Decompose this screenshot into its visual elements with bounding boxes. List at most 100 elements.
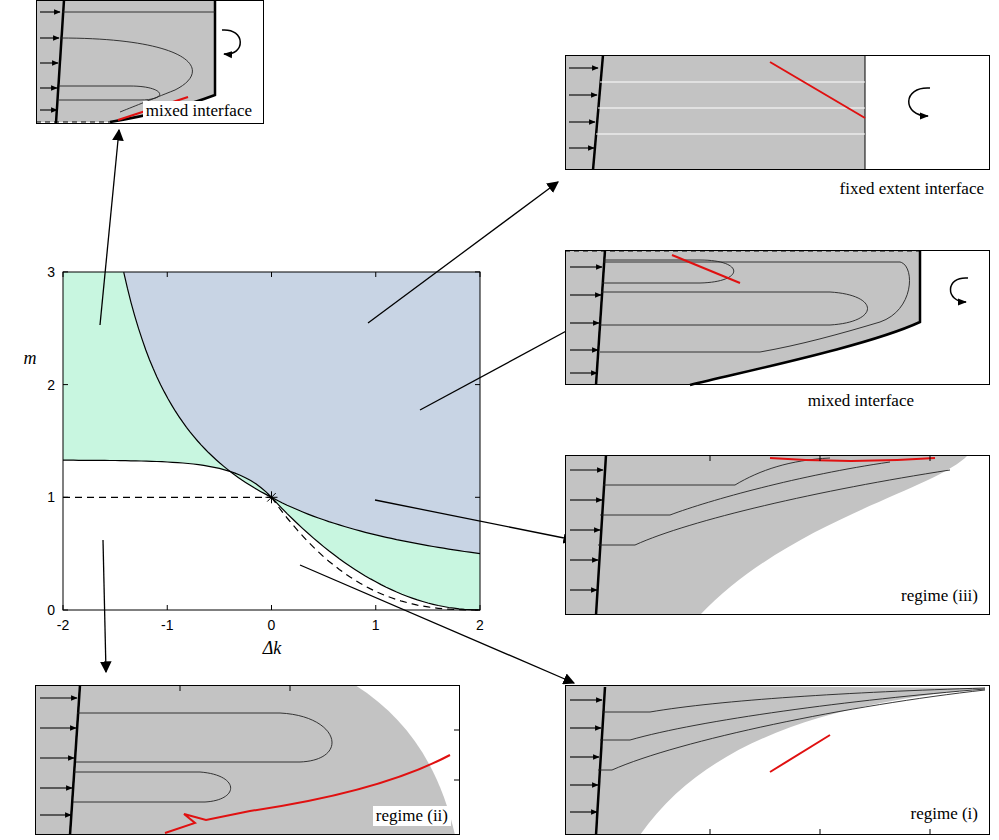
tick-label: 3	[47, 265, 55, 279]
panel-b-flow	[565, 55, 930, 170]
panel-a-flow-part-part	[40, 11, 60, 12]
panel-e-flow-part-part	[600, 689, 985, 740]
pointer-arrows-part	[375, 500, 574, 540]
panel-d-flow-part-part	[603, 458, 830, 485]
panel-e-flow-part-part	[570, 699, 602, 700]
panel-d-flow-part-part	[600, 462, 890, 515]
axis-label: m	[24, 349, 37, 367]
panel-c-flow-part-part	[600, 292, 868, 325]
flow-panel: fixed extent interface	[565, 55, 990, 170]
axis-label: Δk	[263, 639, 282, 657]
tick	[167, 272, 168, 277]
panel-c-flow-part-part	[570, 294, 601, 295]
panel-d-flow-part	[770, 458, 935, 461]
panel-a-flow-part-part	[40, 62, 58, 63]
panel-d-flow-part-part	[598, 470, 950, 545]
tick	[475, 610, 480, 611]
panel-d-flow-part-part	[570, 499, 602, 500]
panel-b-flow-part-part	[596, 133, 865, 134]
panel-b-flow-part	[596, 82, 865, 134]
regime-boundary	[124, 272, 480, 553]
panel-caption: regime (ii)	[373, 806, 451, 826]
panel-b-flow-part	[770, 62, 865, 118]
panel-c-flow-part	[950, 278, 968, 302]
pointer-arrows-part	[368, 182, 558, 323]
panel-f-flow-part	[180, 685, 460, 780]
panel-e-flow-part	[596, 687, 605, 835]
panel-c-flow-part	[570, 267, 602, 373]
panel-a-flow-part	[59, 12, 215, 112]
panel-f-flow-part-part	[40, 757, 74, 758]
tick	[475, 384, 480, 385]
panel-c-flow-part-part	[600, 262, 910, 352]
tick-label: 2	[47, 378, 55, 392]
panel-a-flow-part-part	[59, 86, 160, 100]
panel-e-flow-part	[770, 735, 830, 772]
panel-f-flow-part-part	[76, 713, 332, 762]
panel-c-flow-part-part	[570, 266, 602, 267]
panel-e-flow-part	[565, 685, 985, 835]
panel-e-flow-part	[570, 700, 602, 812]
panel-a-flow-part-part	[40, 87, 57, 88]
panel-b-flow-part-part	[569, 67, 598, 68]
panel-d-flow-part	[598, 458, 950, 545]
panel-b-flow-part	[909, 88, 930, 116]
tick	[271, 272, 272, 277]
panel-f-flow-part	[70, 685, 80, 835]
panel-caption: mixed interface	[805, 391, 917, 411]
panel-c-flow-part	[672, 255, 740, 283]
panel-a-flow-part	[36, 122, 110, 123]
flow-panel: regime (ii)	[35, 685, 460, 835]
panel-caption: fixed extent interface	[837, 179, 987, 199]
tick-label: 0	[268, 618, 276, 632]
panel-f-flow-part	[165, 755, 450, 833]
panel-a-flow-part-part	[40, 37, 59, 38]
tick	[480, 272, 481, 277]
panel-b-flow-part-part	[598, 107, 865, 108]
tick	[271, 605, 272, 610]
tick	[475, 497, 480, 498]
tick	[63, 605, 64, 610]
panel-e-flow-part-part	[570, 811, 597, 812]
dashed-boundary	[63, 497, 272, 498]
axis-ticks	[63, 272, 480, 610]
plot-frame	[63, 272, 480, 610]
panel-caption: mixed interface	[143, 101, 255, 121]
panel-c-flow-part-part	[570, 372, 597, 373]
panel-f-flow-part-part	[40, 697, 77, 698]
panel-f-flow-part	[73, 713, 332, 802]
tick-label: 2	[476, 618, 484, 632]
tick-label: -2	[57, 618, 69, 632]
flow-panel: regime (iii)	[565, 455, 990, 615]
panel-b-flow-part-part	[600, 81, 865, 82]
tick-label: -1	[161, 618, 173, 632]
panel-e-flow-part-part	[570, 784, 598, 785]
tick	[375, 272, 376, 277]
pointer-arrows-part	[420, 322, 583, 410]
panel-b-flow-part-part	[569, 121, 595, 122]
panel-b-flow-part	[593, 55, 603, 170]
panel-b-flow-part	[565, 55, 865, 170]
tick-label: 0	[47, 603, 55, 617]
panel-a-flow-part-part	[40, 109, 57, 110]
tick-label: 1	[372, 618, 380, 632]
panel-e-flow-part-part	[570, 727, 601, 728]
panel-d-flow-part-part	[570, 559, 598, 560]
panel-c-flow-part-part	[570, 322, 599, 323]
panel-caption: regime (iii)	[898, 586, 981, 606]
panel-b-flow-part-part	[569, 147, 594, 148]
panel-b-flow-part	[569, 68, 598, 148]
panel-f-flow	[35, 685, 460, 835]
panel-d-flow-part	[596, 455, 606, 615]
panel-c-flow-part	[600, 260, 910, 352]
panel-f-flow-part	[35, 685, 455, 835]
panel-a-flow-part-part	[62, 12, 215, 13]
fixed-extent-region	[124, 272, 480, 554]
panel-e-flow-part-part	[570, 756, 599, 757]
tick	[475, 271, 480, 272]
tick	[480, 605, 481, 610]
panel-d-flow-part-part	[570, 589, 597, 590]
tick	[63, 271, 68, 272]
regime-map	[63, 272, 480, 610]
tick	[167, 605, 168, 610]
